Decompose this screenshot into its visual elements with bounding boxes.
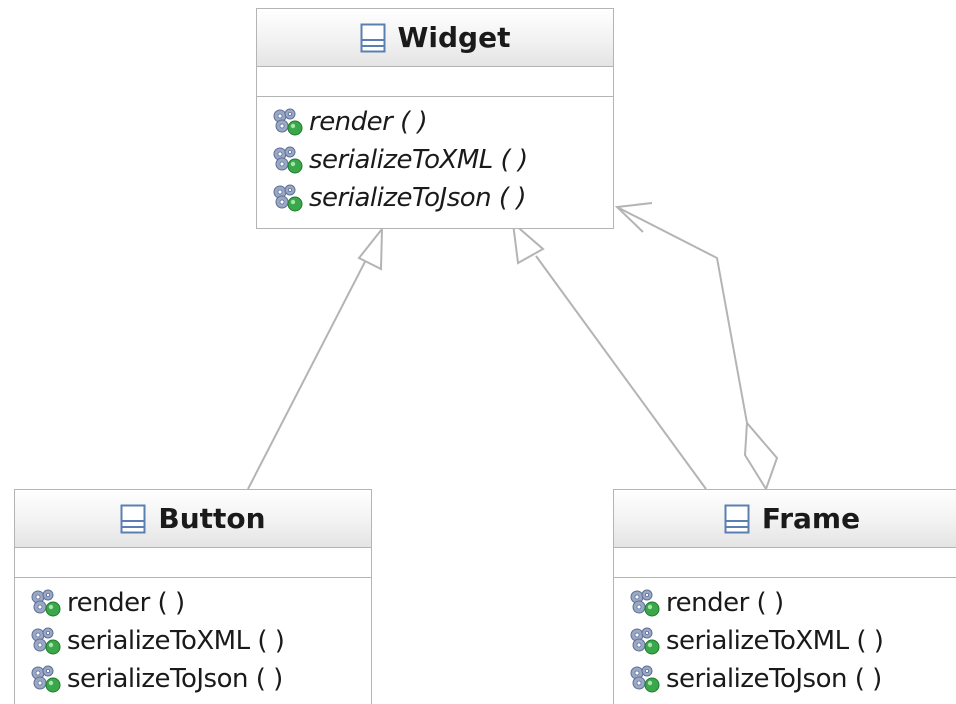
generalization-button-widget-arrowhead — [357, 226, 384, 271]
public-method-icon — [271, 107, 305, 137]
class-name: Frame — [761, 502, 861, 535]
class-icon — [360, 23, 386, 53]
operation-serialize-to-json[interactable]: serializeToJson ( ) — [271, 179, 613, 217]
operation-label: render ( ) — [67, 588, 185, 618]
public-method-icon — [29, 588, 63, 618]
operation-serialize-to-xml[interactable]: serializeToXML ( ) — [29, 622, 371, 660]
operation-render[interactable]: render ( ) — [29, 584, 371, 622]
operation-label: serializeToJson ( ) — [666, 664, 882, 694]
operation-label: serializeToJson ( ) — [67, 664, 283, 694]
operation-serialize-to-json[interactable]: serializeToJson ( ) — [628, 660, 956, 698]
operation-label: serializeToXML ( ) — [67, 626, 285, 656]
class-name: Button — [158, 502, 266, 535]
aggregation-diamond — [743, 420, 779, 492]
generalization-frame-widget-arrowhead — [511, 220, 545, 265]
public-method-icon — [271, 183, 305, 213]
operation-serialize-to-xml[interactable]: serializeToXML ( ) — [628, 622, 956, 660]
public-method-icon — [628, 588, 662, 618]
operation-label: serializeToJson ( ) — [309, 183, 526, 213]
operations-compartment: render ( ) serializeToXML ( ) serializeT… — [15, 578, 371, 698]
attributes-compartment — [614, 548, 956, 578]
attributes-compartment — [15, 548, 371, 578]
operation-render[interactable]: render ( ) — [271, 103, 613, 141]
operations-compartment: render ( ) serializeToXML ( ) serializeT… — [257, 97, 613, 217]
class-header: Button — [15, 490, 371, 548]
class-button[interactable]: Button render ( ) serializeToXML ( ) ser… — [14, 489, 372, 704]
class-header: Frame — [614, 490, 956, 548]
operation-label: serializeToXML ( ) — [666, 626, 884, 656]
public-method-icon — [271, 145, 305, 175]
generalization-frame-widget-line — [535, 255, 707, 490]
operations-compartment: render ( ) serializeToXML ( ) serializeT… — [614, 578, 956, 698]
operation-serialize-to-json[interactable]: serializeToJson ( ) — [29, 660, 371, 698]
class-header: Widget — [257, 9, 613, 67]
public-method-icon — [29, 664, 63, 694]
operation-label: render ( ) — [309, 107, 428, 137]
operation-render[interactable]: render ( ) — [628, 584, 956, 622]
public-method-icon — [628, 664, 662, 694]
class-widget[interactable]: Widget render ( ) serializeToXML ( ) ser… — [256, 8, 614, 229]
generalization-button-widget-line — [247, 251, 371, 490]
attributes-compartment — [257, 67, 613, 97]
public-method-icon — [29, 626, 63, 656]
aggregation-frame-widget-line — [616, 206, 748, 424]
aggregation-navigable-arrowhead — [614, 202, 653, 233]
class-name: Widget — [397, 21, 511, 54]
operation-serialize-to-xml[interactable]: serializeToXML ( ) — [271, 141, 613, 179]
operation-label: serializeToXML ( ) — [309, 145, 528, 175]
class-icon — [120, 504, 146, 534]
class-frame[interactable]: Frame render ( ) serializeToXML ( ) seri… — [613, 489, 956, 704]
operation-label: render ( ) — [666, 588, 784, 618]
class-icon — [724, 504, 750, 534]
public-method-icon — [628, 626, 662, 656]
